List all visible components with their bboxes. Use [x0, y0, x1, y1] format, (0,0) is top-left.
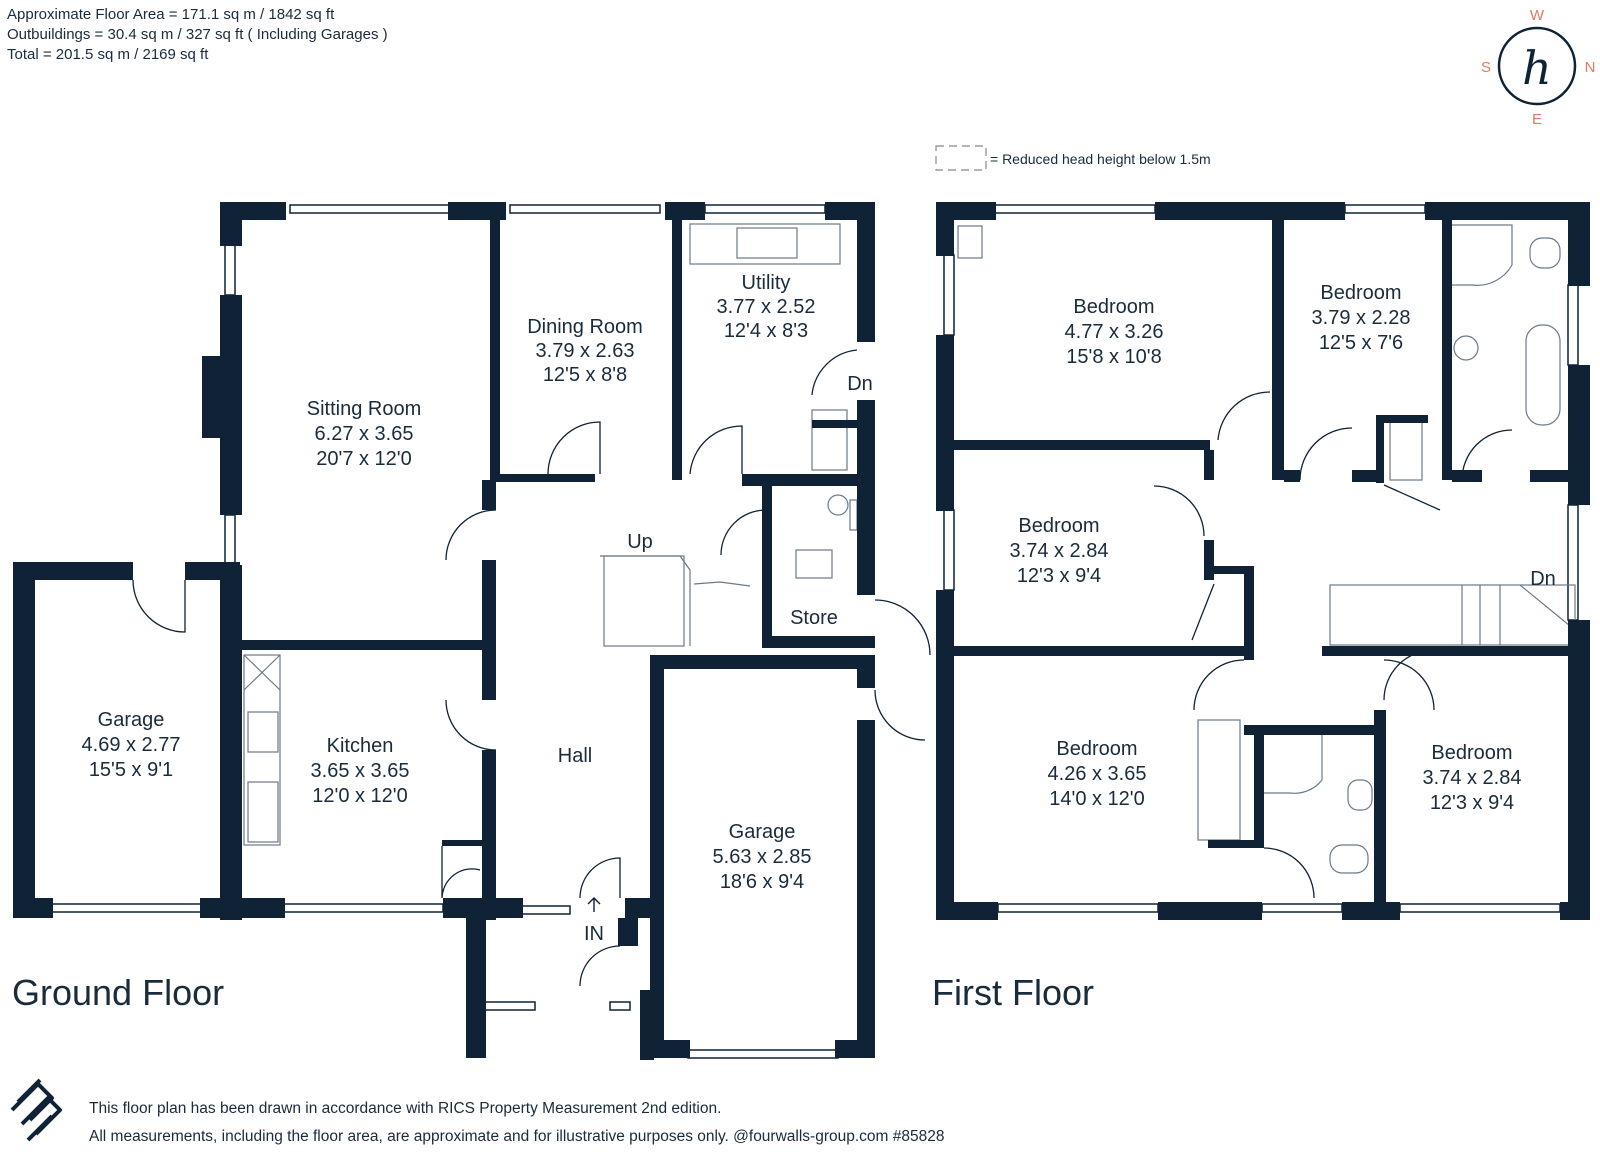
sitting-room-metric: 6.27 x 3.65	[315, 423, 414, 445]
left-garage-imperial: 15'5 x 9'1	[89, 759, 173, 781]
ground-dn-label: Dn	[847, 373, 873, 395]
entrance-label: IN	[584, 923, 604, 945]
area-summary: Approximate Floor Area = 171.1 sq m / 18…	[7, 5, 388, 65]
utility-name: Utility	[742, 272, 791, 294]
legend-text: = Reduced head height below 1.5m	[990, 151, 1211, 167]
bedroom4-name: Bedroom	[1056, 738, 1137, 760]
fourwalls-logo-icon	[10, 1078, 62, 1142]
left-garage-name: Garage	[98, 709, 165, 731]
total-area-text: Total = 201.5 sq m / 2169 sq ft	[7, 46, 209, 63]
bedroom2-metric: 3.79 x 2.28	[1312, 307, 1411, 329]
bedroom3-imperial: 12'3 x 9'4	[1017, 565, 1101, 587]
compass-north: N	[1585, 59, 1596, 76]
right-garage-metric: 5.63 x 2.85	[713, 846, 812, 868]
first-floor-title: First Floor	[932, 972, 1094, 1013]
hall-name: Hall	[558, 745, 592, 767]
measurement-disclaimer: All measurements, including the floor ar…	[89, 1128, 945, 1145]
bedroom5-imperial: 12'3 x 9'4	[1430, 792, 1514, 814]
ground-floor-plan: Sitting Room 6.27 x 3.65 20'7 x 12'0 Din…	[12, 202, 931, 1060]
utility-metric: 3.77 x 2.52	[717, 296, 816, 318]
dining-room-imperial: 12'5 x 8'8	[543, 364, 627, 386]
bedroom3-name: Bedroom	[1018, 515, 1099, 537]
compass-icon: h W S N E	[1481, 7, 1595, 128]
first-dn-label: Dn	[1530, 568, 1556, 590]
bedroom1-imperial: 15'8 x 10'8	[1066, 346, 1162, 368]
outbuildings-area-text: Outbuildings = 30.4 sq m / 327 sq ft ( I…	[7, 26, 388, 43]
bedroom5-metric: 3.74 x 2.84	[1423, 767, 1522, 789]
floor-area-text: Approximate Floor Area = 171.1 sq m / 18…	[7, 6, 335, 23]
right-garage-name: Garage	[729, 821, 796, 843]
bedroom4-metric: 4.26 x 3.65	[1048, 763, 1147, 785]
bedroom4-imperial: 14'0 x 12'0	[1049, 788, 1145, 810]
ground-floor-title: Ground Floor	[12, 972, 224, 1013]
utility-imperial: 12'4 x 8'3	[724, 320, 808, 342]
bedroom3-metric: 3.74 x 2.84	[1010, 540, 1109, 562]
rics-statement: This floor plan has been drawn in accord…	[89, 1100, 722, 1117]
kitchen-metric: 3.65 x 3.65	[311, 760, 410, 782]
dining-room-metric: 3.79 x 2.63	[536, 340, 635, 362]
bedroom1-name: Bedroom	[1073, 296, 1154, 318]
logo-letter: h	[1522, 41, 1552, 95]
bedroom2-name: Bedroom	[1320, 282, 1401, 304]
legend: = Reduced head height below 1.5m	[935, 145, 1211, 171]
compass-west: W	[1530, 7, 1545, 24]
reduced-height-swatch	[935, 145, 987, 171]
dining-room-name: Dining Room	[527, 316, 643, 338]
stairs-up-label: Up	[627, 531, 653, 553]
kitchen-name: Kitchen	[327, 735, 394, 757]
sitting-room-name: Sitting Room	[307, 398, 422, 420]
first-floor-plan: Bedroom 4.77 x 3.26 15'8 x 10'8 Bedroom …	[932, 202, 1590, 1013]
sitting-room-imperial: 20'7 x 12'0	[316, 448, 412, 470]
compass-south: S	[1481, 59, 1491, 76]
store-name: Store	[790, 607, 838, 629]
bedroom1-metric: 4.77 x 3.26	[1065, 321, 1164, 343]
bedroom2-imperial: 12'5 x 7'6	[1319, 332, 1403, 354]
bedroom5-name: Bedroom	[1431, 742, 1512, 764]
right-garage-imperial: 18'6 x 9'4	[720, 871, 804, 893]
kitchen-imperial: 12'0 x 12'0	[312, 785, 408, 807]
compass-east: E	[1532, 111, 1542, 128]
left-garage-metric: 4.69 x 2.77	[82, 734, 181, 756]
